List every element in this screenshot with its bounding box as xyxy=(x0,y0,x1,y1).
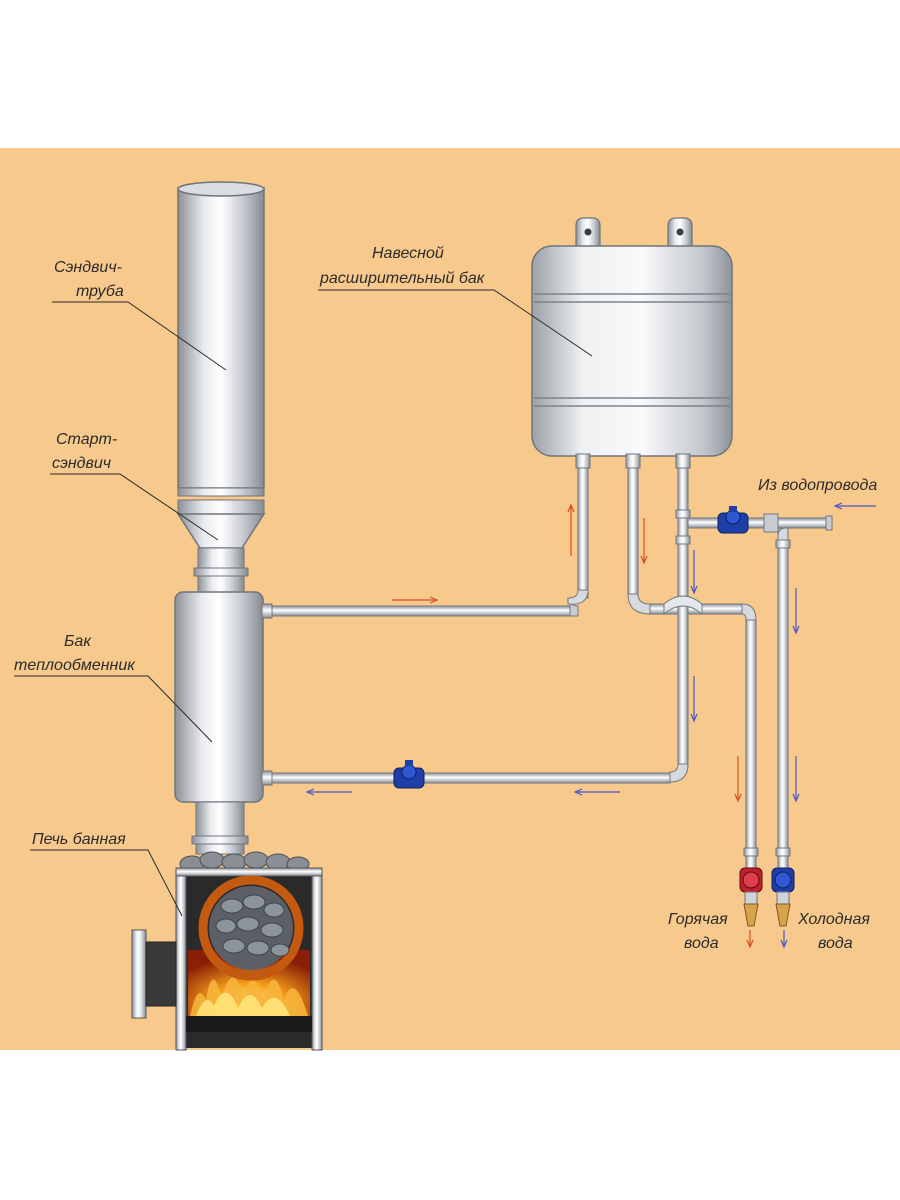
arrow-supply-in xyxy=(833,502,876,510)
label-cold-water-2: вода xyxy=(818,935,853,952)
pipe-hot-outlet xyxy=(745,619,757,869)
sauna-stove xyxy=(131,851,323,1051)
heater-ring xyxy=(198,875,304,981)
label-heat-exchanger-2: теплообменник xyxy=(14,657,136,674)
pipe-return xyxy=(271,772,671,784)
leader-lines xyxy=(14,289,593,917)
arrow-hot-out xyxy=(746,930,754,949)
label-start-sandwich-1: Старт- xyxy=(56,431,117,448)
label-start-sandwich-2: сэндвич xyxy=(52,455,111,472)
arrow-return-1 xyxy=(573,788,620,796)
label-hot-water-2: вода xyxy=(684,935,719,952)
arrow-hot-supply xyxy=(392,596,439,604)
label-heat-exchanger-1: Бак xyxy=(64,633,92,650)
arrow-tank-down xyxy=(640,518,648,565)
label-stove: Печь банная xyxy=(32,831,126,848)
stones-inside xyxy=(215,894,290,957)
label-expansion-tank-1: Навесной xyxy=(372,245,444,262)
label-hot-water-1: Горячая xyxy=(668,911,728,928)
arrow-right-pipe-2 xyxy=(690,676,698,723)
arrow-cold-2 xyxy=(792,756,800,803)
arrow-hot-outlet xyxy=(734,756,742,803)
valve-return xyxy=(393,760,425,789)
valve-water-supply xyxy=(717,506,749,534)
arrow-return-2 xyxy=(305,788,352,796)
pipe-cold-outlet xyxy=(777,527,789,869)
label-water-supply: Из водопровода xyxy=(758,477,877,494)
pipe-tank-middle xyxy=(627,467,639,597)
stones-top xyxy=(179,851,310,873)
valve-hot-water xyxy=(739,867,763,927)
heat-exchanger-tank xyxy=(174,591,273,855)
flow-arrows xyxy=(305,502,876,949)
pipe-hot-supply xyxy=(271,605,575,617)
arrow-right-pipe-1 xyxy=(690,550,698,595)
pipe-crossover xyxy=(663,595,703,616)
arrow-cold-out xyxy=(780,930,788,949)
labels: Сэндвич- труба Старт- сэндвич Бак теплоо… xyxy=(14,245,877,952)
pipe-water-supply xyxy=(687,517,829,529)
sandwich-pipe xyxy=(177,181,265,515)
arrow-cold-1 xyxy=(792,588,800,635)
label-cold-water-1: Холодная xyxy=(797,911,870,928)
label-sandwich-pipe-1: Сэндвич- xyxy=(54,259,122,276)
label-sandwich-pipe-2: труба xyxy=(76,283,124,300)
expansion-tank xyxy=(531,217,733,469)
arrow-hot-riser xyxy=(567,503,575,556)
valve-cold-water xyxy=(771,867,795,927)
start-sandwich xyxy=(176,513,266,593)
label-expansion-tank-2: расширительный бак xyxy=(319,270,486,287)
